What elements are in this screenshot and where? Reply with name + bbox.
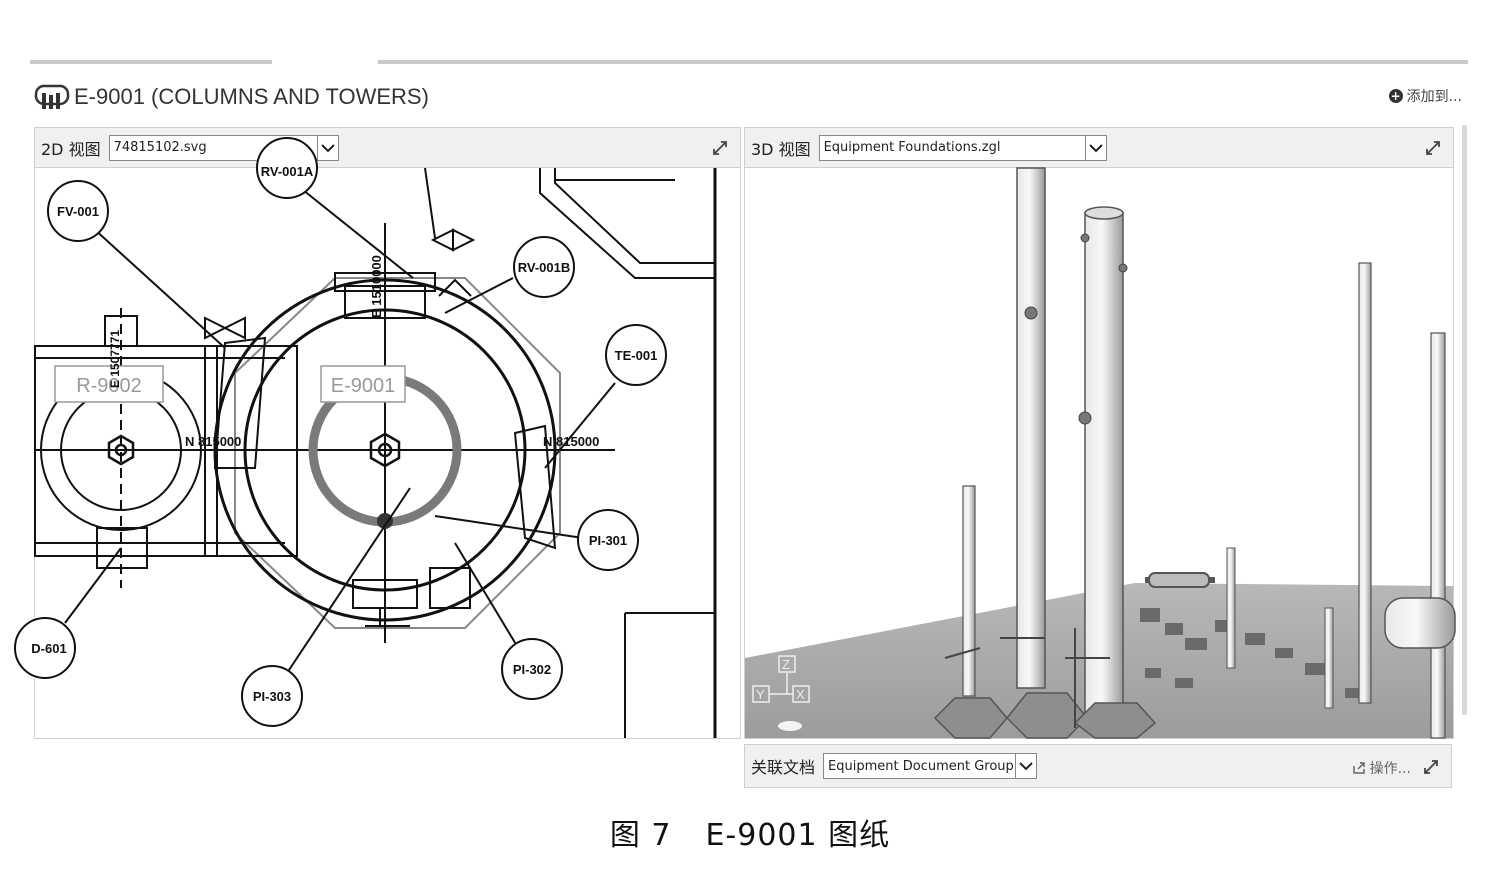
expand-icon[interactable] — [1423, 759, 1439, 775]
vertical-scrollbar[interactable] — [1462, 125, 1467, 715]
view-2d-panel: 2D 视图 74815102.svg — [14, 127, 741, 739]
dimension-n-right: N 815000 — [543, 434, 599, 449]
add-to-button[interactable]: + 添加到... — [1388, 86, 1462, 106]
figure-title: E-9001 图纸 — [705, 818, 891, 853]
drawing-2d-canvas[interactable]: R-9002 E-9001 N 815000 N 815000 E 151000… — [14, 137, 740, 738]
chevron-down-icon — [1084, 135, 1106, 160]
tab-strip-left — [30, 60, 272, 64]
view-3d-label: 3D 视图 — [751, 139, 811, 159]
chevron-down-icon — [1015, 754, 1036, 778]
tag-pi-303: PI-303 — [253, 689, 291, 704]
figure-number: 图 7 — [609, 818, 672, 853]
view-3d-file-select[interactable]: Equipment Foundations.zgl — [818, 134, 1107, 161]
dimension-e-left: E 1507771 — [108, 330, 122, 388]
vessel-left-label: R-9002 — [76, 375, 142, 397]
share-icon — [1352, 762, 1365, 774]
document-group-value: Equipment Document Group — [828, 758, 1014, 774]
view-2d-file-value: 74815102.svg — [113, 140, 207, 155]
axis-x-label: X — [796, 687, 805, 702]
view-2d-header: 2D 视图 74815102.svg — [35, 128, 740, 168]
tag-d-601: D-601 — [31, 641, 66, 656]
related-documents-bar: 关联文档 Equipment Document Group 操作... — [744, 744, 1452, 788]
document-group-select[interactable]: Equipment Document Group — [823, 753, 1038, 779]
tag-fv-001: FV-001 — [57, 204, 99, 219]
axis-y-label: Y — [756, 687, 765, 702]
related-documents-label: 关联文档 — [751, 758, 816, 777]
vessel-main-label: E-9001 — [331, 375, 396, 397]
equipment-title: E-9001 (COLUMNS AND TOWERS) — [34, 82, 429, 112]
add-to-label: 添加到... — [1406, 89, 1462, 105]
operations-button[interactable]: 操作... — [1352, 758, 1411, 778]
view-3d-header: 3D 视图 Equipment Foundations.zgl — [745, 128, 1453, 168]
model-3d-canvas[interactable]: Z Y X — [745, 167, 1456, 739]
view-3d-file-value: Equipment Foundations.zgl — [823, 140, 1001, 155]
page-title: E-9001 (COLUMNS AND TOWERS) — [74, 84, 429, 109]
tag-pi-301: PI-301 — [589, 533, 627, 548]
tag-rv-001a: RV-001A — [261, 164, 314, 179]
axis-z-label: Z — [782, 657, 790, 672]
tag-pi-302: PI-302 — [513, 662, 551, 677]
view-3d-panel: 3D 视图 Equipment Foundations.zgl — [744, 127, 1456, 739]
expand-icon[interactable] — [712, 140, 728, 156]
dimension-n-left: N 815000 — [185, 434, 241, 449]
tag-te-001: TE-001 — [615, 348, 658, 363]
chevron-down-icon — [316, 135, 338, 160]
plus-circle-icon: + — [1388, 89, 1403, 103]
expand-icon[interactable] — [1425, 140, 1441, 156]
dimension-e: E 1510000 — [369, 255, 384, 318]
tab-strip-right — [378, 60, 1468, 64]
operations-label: 操作... — [1369, 761, 1411, 777]
view-2d-label: 2D 视图 — [41, 139, 101, 159]
figure-caption: 图 7 E-9001 图纸 — [0, 810, 1500, 854]
tag-rv-001b: RV-001B — [518, 260, 571, 275]
equipment-icon — [34, 84, 70, 109]
